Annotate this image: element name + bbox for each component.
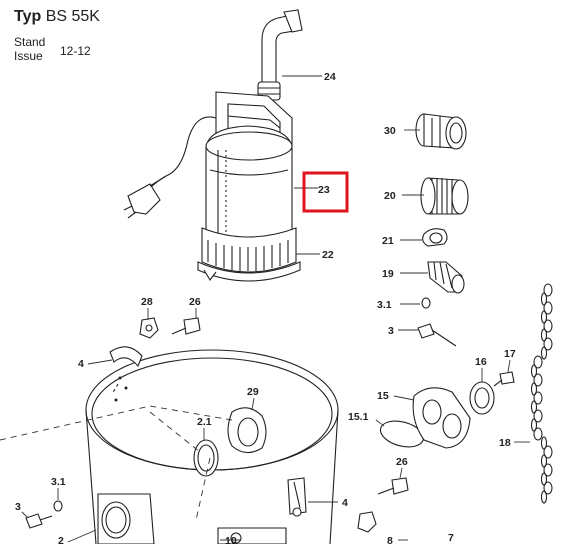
part-label-18: 18: [499, 437, 511, 449]
part-label-26-top: 26: [189, 296, 201, 308]
discharge-pipe-24: [257, 9, 303, 101]
clamp-21: [422, 228, 448, 247]
chain-link: [533, 355, 543, 369]
leader-lines: [21, 75, 530, 543]
pump-base-22: [197, 227, 301, 282]
nut-bottom: [357, 511, 377, 533]
dashed-assembly-lines: [0, 405, 233, 521]
part-label-8: 8: [387, 535, 393, 544]
part-label-4-right: 4: [342, 497, 348, 509]
model-title: Typ BS 55K: [14, 8, 100, 25]
tank-drum: [85, 349, 339, 544]
part-label-2-1: 2.1: [197, 416, 212, 428]
highlight-box-23: [302, 171, 349, 213]
o-ring-2-1: [193, 439, 219, 477]
nut-28: [139, 317, 159, 339]
chain-link: [543, 283, 553, 297]
gasket-29: [227, 407, 267, 454]
part-label-24: 24: [324, 71, 336, 83]
part-label-15-1: 15.1: [348, 411, 369, 423]
part-label-26-bottom: 26: [396, 456, 408, 468]
part-label-22: 22: [322, 249, 334, 261]
screw-26-top: [171, 317, 201, 335]
washer-3-1-left: [53, 500, 63, 512]
part-label-30: 30: [384, 125, 396, 137]
fitting-30: [415, 113, 467, 150]
chain-link: [543, 445, 553, 459]
chain-link: [533, 391, 543, 405]
part-label-2: 2: [58, 535, 64, 544]
part-label-3-right: 3: [388, 325, 394, 337]
chain-18: [530, 283, 553, 504]
flange-15: [412, 387, 471, 449]
part-label-21: 21: [382, 235, 394, 247]
chain-link: [543, 301, 553, 315]
part-label-3-1-right: 3.1: [377, 299, 392, 311]
screw-17: [493, 371, 515, 387]
part-label-20: 20: [384, 190, 396, 202]
pump-housing-23: [205, 125, 293, 253]
screw-26-bottom: [377, 477, 409, 495]
chain-link: [543, 319, 553, 333]
part-label-15: 15: [377, 390, 389, 402]
part-label-19: 19: [382, 268, 394, 280]
fitting-20: [420, 177, 469, 215]
part-label-23: 23: [318, 184, 330, 196]
part-label-17: 17: [504, 348, 516, 360]
chain-link: [540, 346, 548, 360]
chain-link: [543, 481, 553, 495]
part-label-3-1-left: 3.1: [51, 476, 66, 488]
part-label-3-left: 3: [15, 501, 21, 513]
part-label-28: 28: [141, 296, 153, 308]
bearing-16: [469, 381, 495, 415]
chain-link: [540, 490, 548, 504]
handle-clip-4-right: [287, 477, 307, 517]
part-label-4-left: 4: [78, 358, 84, 370]
rivet-3-left: [25, 513, 53, 529]
chain-link: [543, 463, 553, 477]
chain-link: [543, 337, 553, 351]
handle-clip-4-left: [109, 346, 143, 368]
outlet-2: [97, 493, 155, 544]
washer-3-1-right: [421, 297, 431, 309]
part-label-16: 16: [475, 356, 487, 368]
part-label-7: 7: [448, 532, 454, 544]
chain-link: [533, 373, 543, 387]
hose-nozzle-19: [427, 261, 465, 294]
chain-link: [533, 427, 543, 441]
part-labels: 24 23 22 30 20 21 19 3.1 3 28 26 4 29 2.…: [15, 71, 516, 544]
part-label-10: 10: [225, 535, 237, 544]
revision-date: 12-12: [60, 44, 91, 58]
power-cable-plug: [123, 116, 217, 219]
rivet-3-right: [417, 323, 457, 347]
chain-link: [533, 409, 543, 423]
part-label-29: 29: [247, 386, 259, 398]
